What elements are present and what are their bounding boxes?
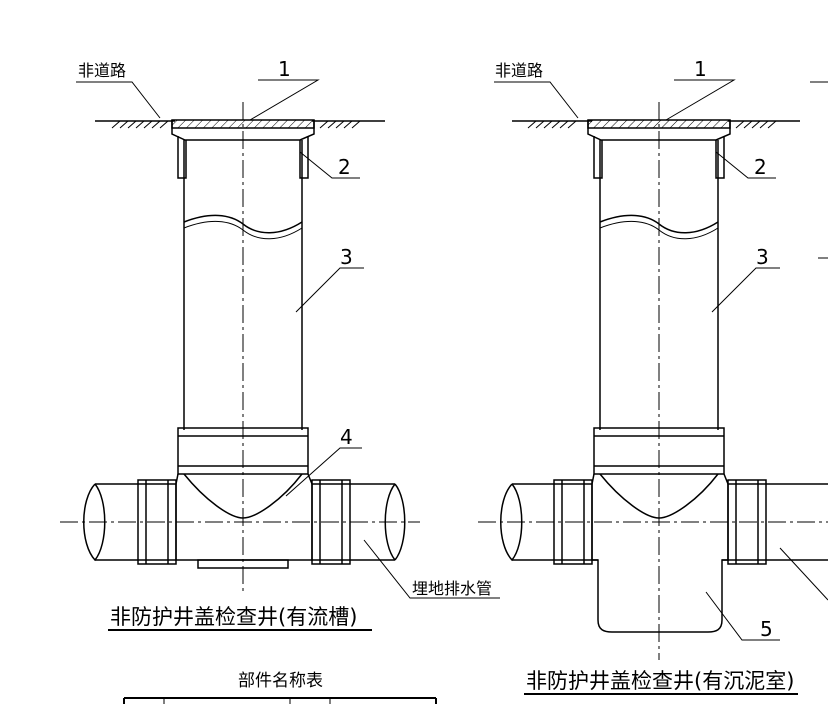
right-callout-1: 1 bbox=[694, 57, 707, 81]
right-callout-3: 3 bbox=[756, 245, 769, 269]
left-callout-1: 1 bbox=[278, 57, 291, 81]
right-sump-chamber bbox=[591, 484, 729, 633]
left-riser-shaft bbox=[183, 140, 303, 430]
left-callout-2: 2 bbox=[338, 155, 351, 179]
left-flow-channel bbox=[183, 473, 303, 519]
right-callout-2: 2 bbox=[754, 155, 767, 179]
right-lower-collar bbox=[593, 427, 725, 475]
right-inspection-well bbox=[478, 79, 828, 695]
left-lower-collar bbox=[177, 427, 309, 475]
left-ground-label: 非道路 bbox=[78, 61, 126, 80]
left-drawing-title: 非防护井盖检查井(有流槽) bbox=[110, 605, 357, 629]
left-upper-socket bbox=[177, 136, 309, 179]
right-callout-5: 5 bbox=[760, 617, 773, 641]
left-ground-hatch bbox=[111, 120, 361, 129]
left-callout-3: 3 bbox=[340, 245, 353, 269]
left-horizontal-pipe-left bbox=[95, 483, 176, 561]
parts-table-title: 部件名称表 bbox=[238, 671, 323, 691]
left-horizontal-pipe-right bbox=[312, 483, 395, 561]
right-well-cover bbox=[587, 119, 731, 129]
right-riser-shaft bbox=[599, 140, 719, 430]
right-drawing-title: 非防护井盖检查井(有沉泥室) bbox=[526, 669, 794, 693]
right-horizontal-pipe-right bbox=[722, 483, 828, 561]
right-ground-hatch bbox=[527, 120, 777, 129]
right-ground-label: 非道路 bbox=[495, 61, 543, 80]
right-upper-socket bbox=[593, 136, 725, 179]
left-callout-4: 4 bbox=[340, 425, 353, 449]
left-well-cover bbox=[171, 119, 315, 129]
left-pipe-label: 埋地排水管 bbox=[412, 579, 492, 598]
left-inspection-well bbox=[60, 79, 500, 631]
parts-table bbox=[123, 697, 437, 704]
